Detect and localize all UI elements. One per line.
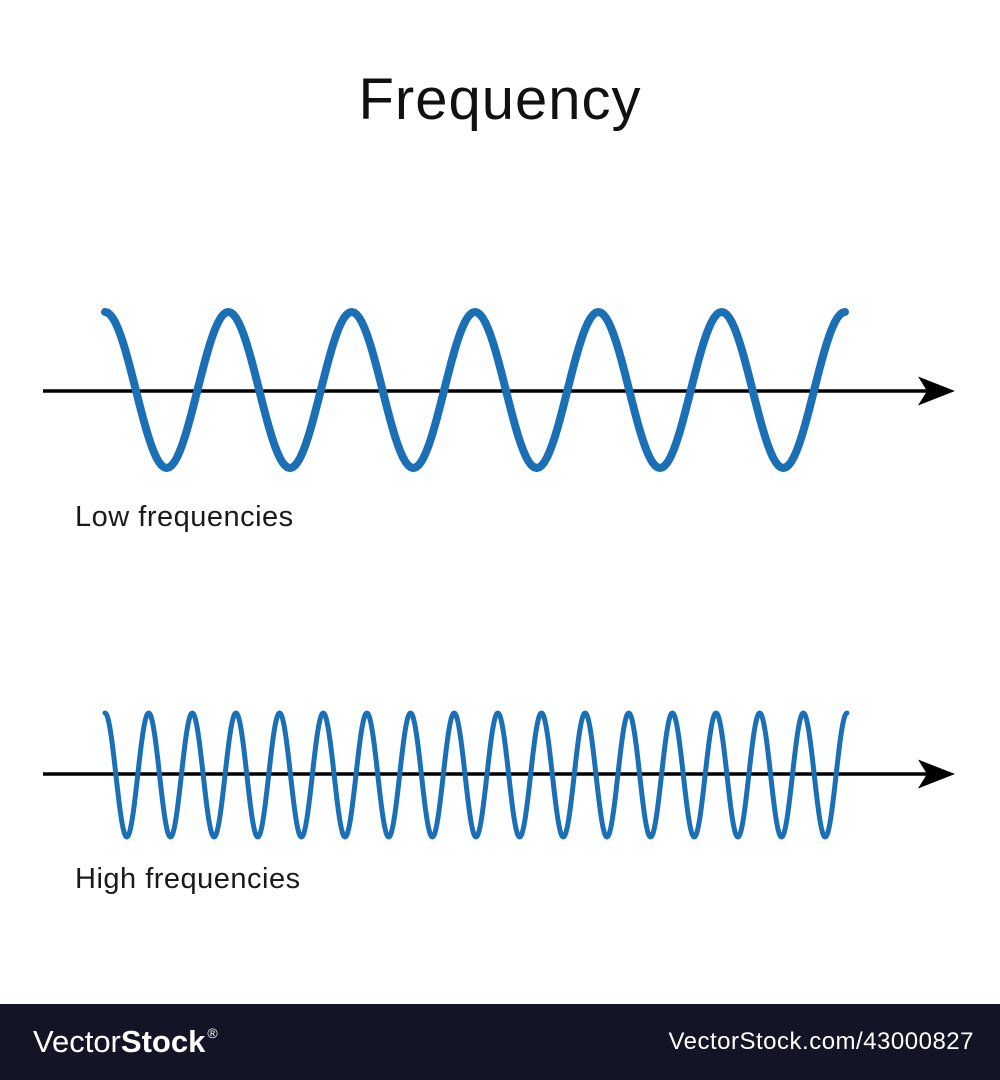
logo-text-bold: Stock: [120, 1024, 206, 1060]
low-axis-arrowhead-icon: [918, 376, 955, 406]
low-frequency-label: Low frequencies: [75, 501, 294, 533]
high-axis-arrowhead-icon: [918, 759, 955, 789]
low-frequency-wave-group: [43, 308, 955, 472]
watermark-url: VectorStock.com/43000827: [668, 1028, 974, 1055]
high-frequency-wave-group: [43, 710, 955, 840]
high-frequency-wave: [102, 710, 850, 840]
page-title: Frequency: [358, 67, 642, 132]
low-frequency-wave: [101, 308, 849, 472]
registered-mark-icon: ®: [207, 1025, 218, 1042]
high-frequency-label: High frequencies: [75, 863, 301, 895]
logo-text-light: Vector: [33, 1024, 121, 1060]
frequency-diagram: [43, 308, 955, 840]
